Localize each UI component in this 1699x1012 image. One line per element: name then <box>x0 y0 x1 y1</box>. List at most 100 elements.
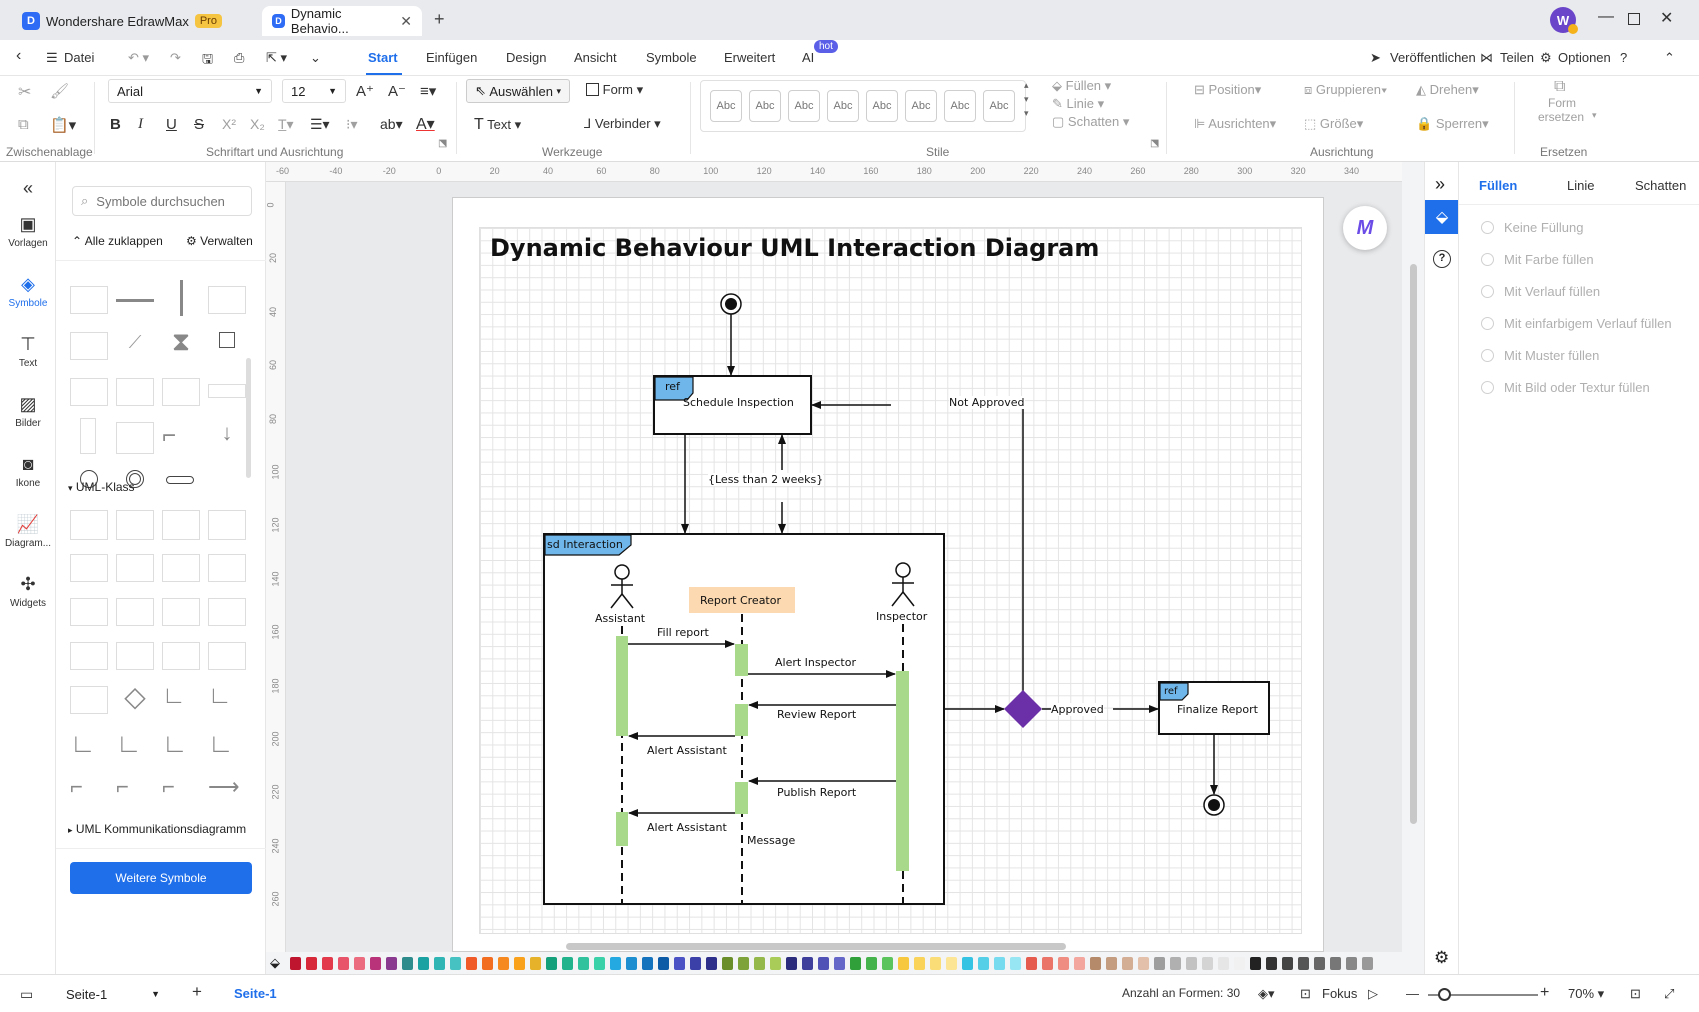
text-case-icon[interactable]: T̲▾ <box>278 116 294 132</box>
color-swatch[interactable] <box>370 957 381 970</box>
color-swatch[interactable] <box>1122 957 1133 970</box>
add-page-icon[interactable]: + <box>192 982 202 1001</box>
color-swatch[interactable] <box>994 957 1005 970</box>
msg-fill-report-label[interactable]: Fill report <box>657 626 709 639</box>
page-select[interactable]: Seite-1▼ <box>58 981 168 1007</box>
export-icon[interactable]: ⇱ ▾ <box>266 50 288 65</box>
symbol-class-4[interactable] <box>208 510 246 540</box>
line-button[interactable]: ✎ Linie ▾ <box>1052 96 1105 111</box>
size-button[interactable]: ⬚ Größe▾ <box>1304 116 1364 131</box>
symbol-circle[interactable] <box>70 466 108 494</box>
page-panel-icon[interactable]: ▭ <box>20 986 34 1002</box>
close-tab-icon[interactable]: ✕ <box>400 12 412 29</box>
symbol-note-2[interactable] <box>70 686 108 714</box>
app-tab[interactable]: D Wondershare EdrawMax Pro <box>12 6 248 36</box>
msg-message-label[interactable]: Message <box>747 834 796 847</box>
search-input[interactable] <box>96 193 237 209</box>
symbol-connector-3[interactable]: ∟ <box>70 728 108 758</box>
color-swatch[interactable] <box>690 957 701 970</box>
color-swatch[interactable] <box>1298 957 1309 970</box>
inspector-label[interactable]: Inspector <box>876 610 928 623</box>
strikethrough-icon[interactable]: S <box>194 116 205 133</box>
creator-activation-2[interactable] <box>735 704 748 736</box>
focus-icon[interactable]: ⊡ <box>1300 986 1311 1001</box>
italic-icon[interactable]: I <box>138 116 143 132</box>
more-quick-icon[interactable]: ⌄ <box>310 50 321 65</box>
report-creator-label[interactable]: Report Creator <box>700 594 781 607</box>
symbol-connector-9[interactable]: ⌐ <box>162 774 200 802</box>
symbol-double-circle[interactable] <box>116 466 154 494</box>
assistant-actor-icon[interactable] <box>610 564 634 609</box>
fill-button[interactable]: ⬙ Füllen ▾ <box>1052 78 1112 93</box>
inspector-actor-icon[interactable] <box>891 562 915 607</box>
publish-icon[interactable]: ➤ <box>1370 50 1381 65</box>
symbol-package-4[interactable] <box>162 642 200 670</box>
symbol-accept-event[interactable] <box>70 332 108 360</box>
font-shrink-icon[interactable]: A⁻ <box>388 83 406 100</box>
assistant-activation-1[interactable] <box>616 636 628 736</box>
zoom-slider[interactable] <box>1428 994 1538 996</box>
style-sample-4[interactable]: Abc <box>827 90 859 122</box>
share-button[interactable]: Teilen <box>1500 50 1534 65</box>
chevron-down-icon[interactable]: ▾ <box>1592 110 1597 120</box>
options-button[interactable]: Optionen <box>1558 50 1611 65</box>
symbol-table[interactable] <box>116 422 154 454</box>
undo-icon[interactable]: ↶ ▾ <box>128 50 150 65</box>
menu-view[interactable]: Ansicht <box>574 50 617 65</box>
underline-icon[interactable]: U <box>166 116 177 133</box>
assistant-label[interactable]: Assistant <box>595 612 646 625</box>
symbol-class-5[interactable] <box>116 554 154 582</box>
color-swatch[interactable] <box>306 957 317 970</box>
format-painter-icon[interactable]: 🖌 <box>50 83 70 100</box>
color-swatch[interactable] <box>1042 957 1053 970</box>
zoom-out-icon[interactable]: — <box>1406 986 1419 1001</box>
nav-icons[interactable]: ◙Ikone <box>0 454 56 489</box>
symbol-object[interactable] <box>70 286 108 314</box>
symbol-bar[interactable] <box>208 384 246 398</box>
symbol-search[interactable]: ⌕ <box>72 186 252 216</box>
msg-alert-assistant-1-label[interactable]: Alert Assistant <box>647 744 727 757</box>
manage-button[interactable]: ⚙ Verwalten <box>186 234 253 248</box>
color-swatch[interactable] <box>1346 957 1357 970</box>
color-swatch[interactable] <box>1218 957 1229 970</box>
color-swatch[interactable] <box>594 957 605 970</box>
horizontal-scrollbar[interactable] <box>566 943 1066 950</box>
cut-icon[interactable]: ✂ <box>18 84 32 101</box>
redo-icon[interactable]: ↷ <box>170 50 181 65</box>
bullet-list-icon[interactable]: ⁝▾ <box>346 116 358 132</box>
close-window-icon[interactable]: ✕ <box>1660 10 1674 27</box>
color-swatch[interactable] <box>386 957 397 970</box>
symbol-return[interactable]: ⌐ <box>162 422 200 450</box>
symbol-connector-7[interactable]: ⌐ <box>70 774 108 802</box>
color-swatch[interactable] <box>626 957 637 970</box>
color-swatch[interactable] <box>850 957 861 970</box>
symbol-table-2[interactable] <box>208 642 246 670</box>
color-swatch[interactable] <box>450 957 461 970</box>
zoom-value[interactable]: 70% ▾ <box>1568 986 1605 1001</box>
msg-publish-report-label[interactable]: Publish Report <box>777 786 857 799</box>
color-swatch[interactable] <box>1026 957 1037 970</box>
connector-tool[interactable]: ⅃ Verbinder ▾ <box>584 116 661 131</box>
more-symbols-button[interactable]: Weitere Symbole <box>70 862 252 894</box>
zoom-in-icon[interactable]: + <box>1540 984 1550 1001</box>
diagram-title[interactable]: Dynamic Behaviour UML Interaction Diagra… <box>490 234 1100 262</box>
expand-panel-icon[interactable]: » <box>1435 174 1446 194</box>
style-sample-6[interactable]: Abc <box>905 90 937 122</box>
align-button[interactable]: ⊫ Ausrichten▾ <box>1194 116 1277 131</box>
fill-option-mono-gradient[interactable]: Mit einfarbigem Verlauf füllen <box>1481 316 1672 331</box>
color-swatch[interactable] <box>610 957 621 970</box>
collapse-all-button[interactable]: ⌃ Alle zuklappen <box>72 234 163 248</box>
symbol-interface[interactable] <box>70 554 108 582</box>
color-swatch[interactable] <box>786 957 797 970</box>
font-size-select[interactable]: 12▼ <box>282 79 346 103</box>
symbol-down-arrow[interactable]: ↓ <box>208 420 246 448</box>
symbol-connector-8[interactable]: ⌐ <box>116 774 154 802</box>
replace-form-label-1[interactable]: Form <box>1548 96 1576 110</box>
paste-icon[interactable]: 📋▾ <box>50 117 77 134</box>
styles-dialog-icon[interactable]: ⬔ <box>1150 138 1160 149</box>
symbol-constraint[interactable] <box>162 598 200 626</box>
color-swatch[interactable] <box>1138 957 1149 970</box>
avatar[interactable]: W <box>1550 7 1576 33</box>
play-icon[interactable]: ▷ <box>1368 986 1378 1001</box>
symbol-note[interactable] <box>70 378 108 406</box>
